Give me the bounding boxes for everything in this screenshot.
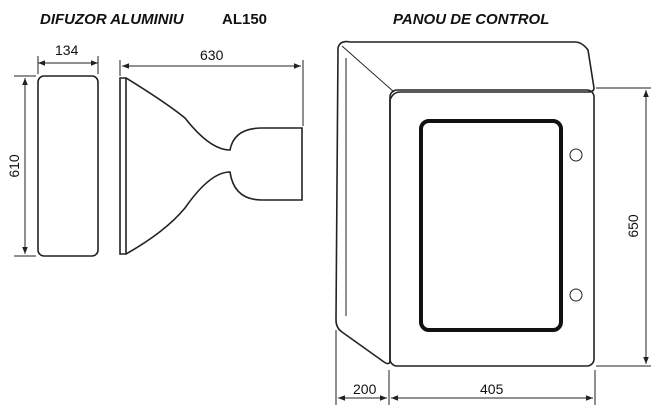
diffuser-profile-view <box>119 60 304 255</box>
diffuser-model: AL150 <box>222 11 267 28</box>
diffuser-title: DIFUZOR ALUMINIU <box>40 11 185 28</box>
diffuser-height-label: 610 <box>6 154 22 178</box>
diffuser-length-label: 630 <box>200 47 224 63</box>
control-panel-view <box>335 40 651 405</box>
hinge-top-icon <box>569 148 583 162</box>
panel-width-label: 405 <box>480 381 504 397</box>
panel-depth-label: 200 <box>353 381 377 397</box>
hinge-bottom-icon <box>569 288 583 302</box>
panel-title: PANOU DE CONTROL <box>393 11 549 28</box>
diffuser-depth-label: 134 <box>55 42 79 58</box>
panel-height-label: 650 <box>625 214 641 238</box>
diffuser-side-view <box>14 56 99 257</box>
